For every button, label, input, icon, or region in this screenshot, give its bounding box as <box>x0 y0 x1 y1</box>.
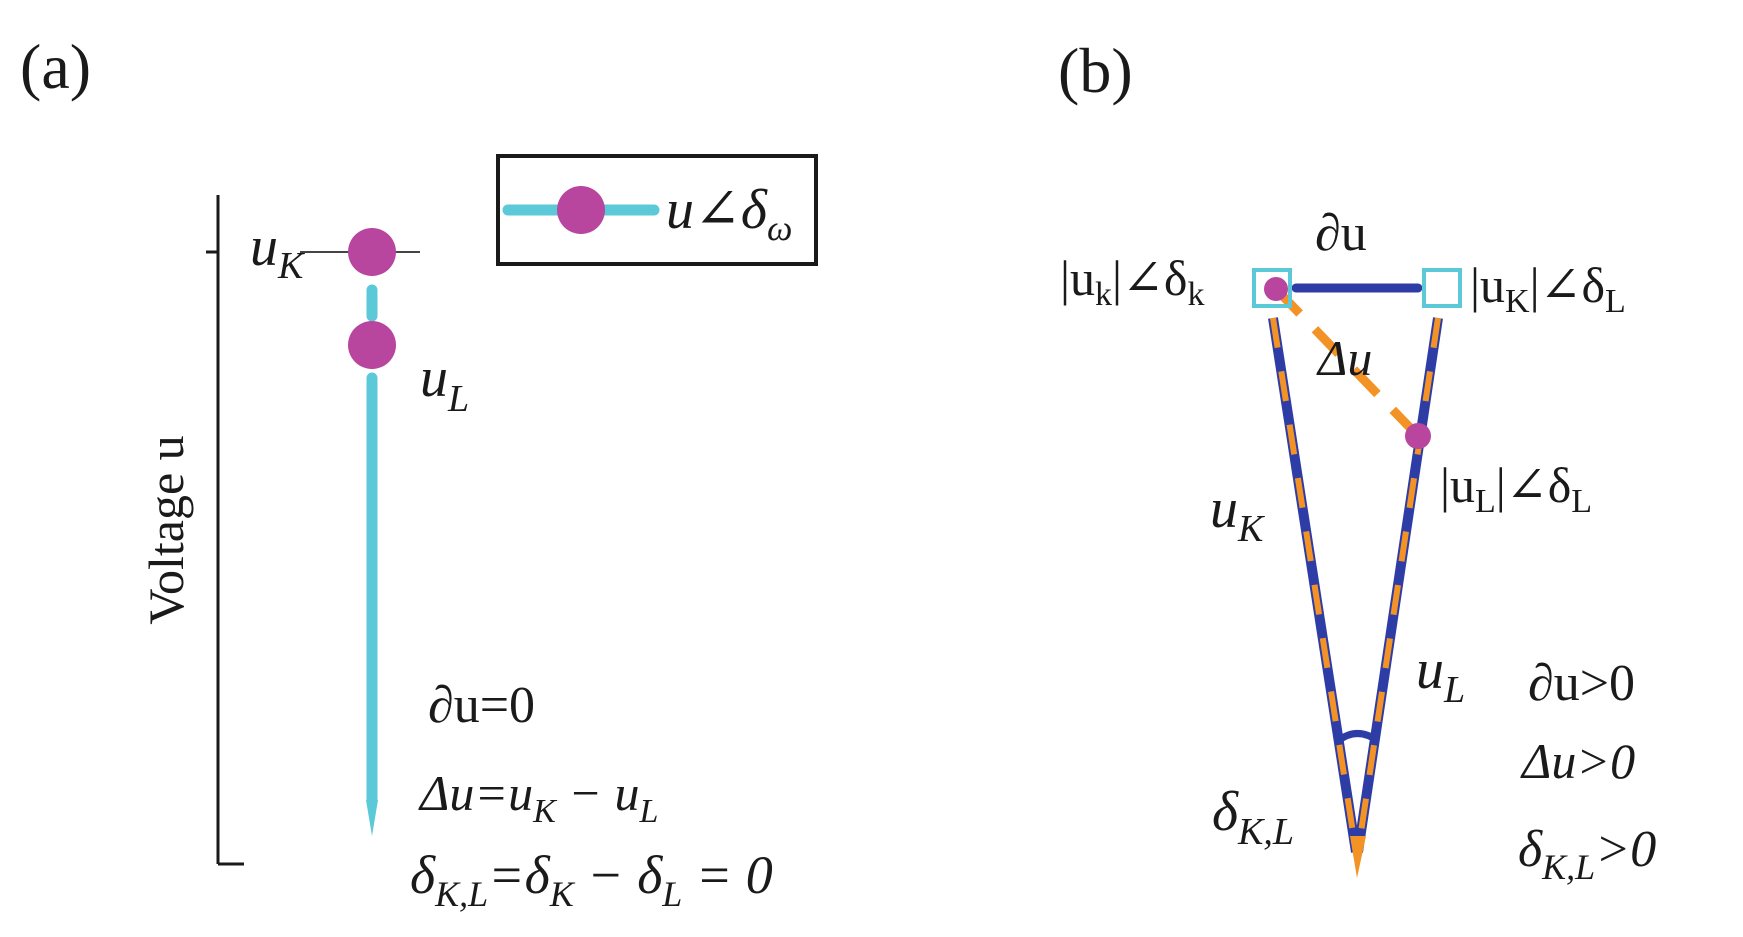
uK-endpoint-marker <box>1422 268 1462 308</box>
delta-u-label: Δu <box>1316 330 1372 386</box>
phasor-ul-dash <box>1355 317 1441 853</box>
condition-delta-u: Δu>0 <box>1520 733 1635 789</box>
tick-label-uk: uK <box>250 216 305 287</box>
partial-u-label: ∂u <box>1315 205 1367 262</box>
equation-delta-u: Δu=uK − uL <box>418 765 658 830</box>
condition-partial-u: ∂u>0 <box>1528 655 1635 712</box>
legend-label: u∠δω <box>666 179 792 248</box>
ul-phasor-label: |uL|∠δL <box>1440 457 1592 520</box>
phasor-uk-dash <box>1270 317 1359 853</box>
axis-label: Voltage u <box>138 435 194 624</box>
uk-endpoint-point <box>1264 277 1288 301</box>
angle-label: δK,L <box>1212 781 1294 853</box>
uk-point <box>348 228 396 276</box>
panel-a: (a) Voltage u uK uL u∠δω <box>20 31 818 914</box>
equation-delta-kl: δK,L=δK − δL = 0 <box>410 845 773 914</box>
angle-arc <box>1335 730 1381 744</box>
uk-endpoint-marker <box>1252 268 1292 308</box>
panel-b: (b) ∂u |uk|∠δk |uK|∠δL |uL|∠δL Δu <box>1058 35 1656 887</box>
panel-b-label: (b) <box>1058 35 1133 106</box>
ul-point <box>348 321 396 369</box>
phasor-origin-tip <box>1350 836 1366 878</box>
ul-endpoint-point <box>1405 423 1431 449</box>
equation-partial-u-zero: ∂u=0 <box>428 677 535 734</box>
delta-u-line <box>1272 285 1422 440</box>
legend: u∠δω <box>496 154 818 266</box>
voltage-bar-tip <box>366 800 378 836</box>
uk-phasor-label: |uk|∠δk <box>1060 250 1204 313</box>
side-label-ul: uL <box>1416 639 1465 711</box>
side-label-uk: uK <box>1210 478 1265 550</box>
legend-point <box>557 186 605 234</box>
point-label-ul: uL <box>420 347 469 420</box>
uK-phasor-label: |uK|∠δL <box>1470 257 1626 320</box>
panel-a-label: (a) <box>20 31 91 102</box>
condition-delta-kl: δK,L>0 <box>1518 821 1656 887</box>
